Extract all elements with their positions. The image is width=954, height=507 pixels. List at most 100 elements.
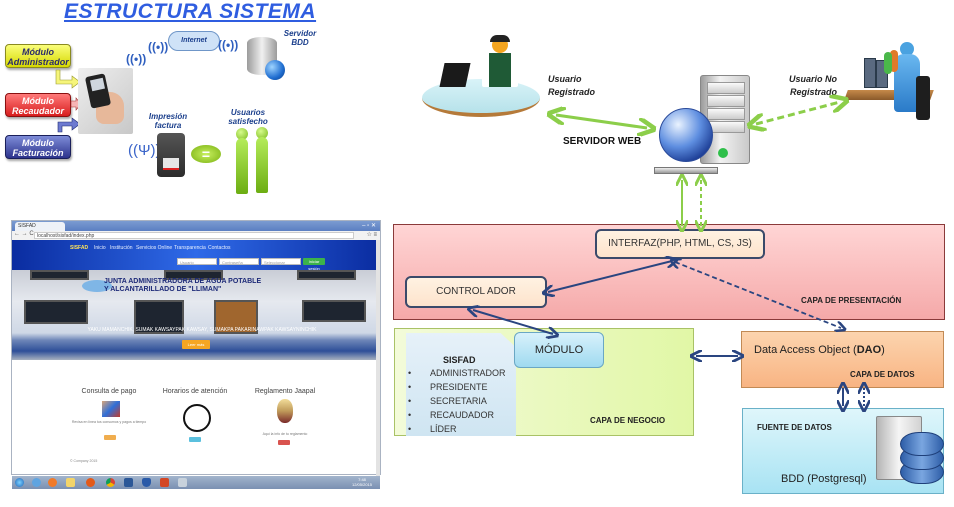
module-label-line2: Recaudador — [11, 106, 64, 116]
unregistered-user-arrow — [756, 102, 840, 124]
users-label-line2: satisfecho — [228, 117, 268, 126]
site-header: SISFAD Inicio Institución Servicios Onli… — [12, 240, 380, 271]
registered-user-label: Usuario Registrado — [548, 73, 595, 99]
unregistered-user-line2: Registrado — [790, 87, 838, 97]
username-input[interactable]: Usuario — [177, 258, 217, 265]
dao-prefix: Data Access Object ( — [754, 344, 857, 356]
sign-line1: JUNTA ADMINISTRADORA DE AGUA POTABLE — [104, 278, 262, 285]
user-figure-icon — [884, 52, 892, 74]
building-door — [214, 300, 258, 334]
sisfad-title: SISFAD — [443, 355, 476, 365]
facturacion-arrow-icon — [57, 117, 81, 133]
menu-icon[interactable]: ☆ ≡ — [366, 232, 377, 238]
payment-image — [102, 401, 120, 417]
feature-button-view[interactable] — [189, 437, 201, 442]
start-button-icon[interactable] — [15, 478, 24, 487]
address-bar[interactable]: localhost/sisfad/index.php — [34, 232, 354, 239]
user-head-icon — [236, 128, 248, 140]
antenna-icon: ((Ψ)) — [128, 142, 161, 159]
server-rack — [707, 95, 745, 107]
nav-link-institucion[interactable]: Institución — [110, 245, 133, 251]
controlador-modulo-arrow — [473, 310, 553, 334]
hero-button[interactable]: Leer más — [182, 340, 210, 349]
registered-user-line2: Registrado — [548, 87, 596, 97]
role-select[interactable]: Seleccionar — [261, 258, 301, 265]
network-bar-icon — [654, 167, 718, 174]
role-item: •RECAUDADOR — [408, 410, 495, 420]
nav-link-contactos[interactable]: Contactos — [208, 245, 231, 251]
users-label-line1: Usuarios — [230, 108, 266, 117]
wireless-signal-icon: ((•)) — [126, 52, 147, 66]
explorer-icon[interactable] — [66, 478, 75, 487]
security-icon[interactable] — [142, 478, 151, 487]
server-bdd-line1: Servidor — [283, 29, 317, 38]
feature-text: Aquí la info de tu reglamento — [262, 432, 308, 436]
powerpoint-icon[interactable] — [160, 478, 169, 487]
nav-link-servicios[interactable]: Servicios Online — [136, 245, 173, 251]
server-rack — [707, 82, 745, 94]
hero-image: JUNTA ADMINISTRADORA DE AGUA POTABLE Y A… — [12, 270, 380, 360]
sisfad-roles-list: •ADMINISTRADOR •PRESIDENTE •SECRETARIA •… — [408, 366, 506, 436]
nav-link-inicio[interactable]: Inicio — [94, 245, 106, 251]
media-player-icon[interactable] — [48, 478, 57, 487]
scrollbar[interactable] — [376, 240, 380, 476]
building-window — [164, 270, 223, 280]
registered-user-arrow — [556, 115, 647, 128]
print-label-line2: factura — [154, 121, 182, 130]
unregistered-users-illustration — [840, 40, 950, 135]
satisfied-users-label: Usuarios satisfecho — [222, 108, 274, 126]
power-indicator — [718, 148, 728, 158]
login-button[interactable]: Iniciar sesión — [303, 258, 325, 271]
module-label-line2: Facturación — [12, 148, 64, 158]
sign-line2: Y ALCANTARILLADO DE "LLIMAN" — [104, 286, 222, 293]
user-body-icon — [482, 53, 518, 87]
module-recaudador: Módulo Recaudador — [5, 93, 71, 117]
nav-link-transparencia[interactable]: Transparencia — [174, 245, 206, 251]
data-layer-label: CAPA DE DATOS — [850, 370, 915, 379]
server-bdd-label: Servidor BDD — [280, 29, 320, 47]
user-head-icon — [256, 127, 268, 139]
clock-icon — [183, 404, 211, 432]
controlador-box: CONTROL ADOR — [405, 276, 547, 308]
feature-button-pay[interactable] — [104, 435, 116, 440]
sisfad-roles-panel — [406, 333, 516, 436]
reglamento-image — [277, 399, 293, 423]
user-figure-icon — [256, 137, 268, 193]
interfaz-dao-arrow — [675, 262, 841, 328]
data-source-label: FUENTE DE DATOS — [757, 423, 832, 432]
print-invoice-label: Impresión factura — [146, 112, 190, 130]
snipping-tool-icon[interactable] — [178, 478, 187, 487]
unregistered-user-label: Usuario No Registrado — [789, 73, 837, 99]
hero-caption: YAKU MAMANCHIK, SUMAK KAWSAYPAK KAWSAY, … — [87, 327, 317, 333]
module-label-line1: Módulo — [22, 138, 54, 148]
browser-tab[interactable]: SISFAD — [15, 222, 65, 231]
printer-receipt — [163, 158, 179, 170]
browser-tab-bar: SISFAD – ▫ ✕ — [12, 221, 380, 231]
print-label-line1: Impresión — [148, 112, 188, 121]
dao-suffix: ) — [881, 344, 885, 356]
user-figure-icon — [894, 54, 920, 112]
building-window — [30, 270, 89, 280]
role-label: LÍDER — [430, 424, 457, 434]
chrome-icon[interactable] — [106, 478, 115, 487]
firefox-icon[interactable] — [86, 478, 95, 487]
site-footer: © Company 2015 — [70, 459, 98, 463]
role-label: SECRETARIA — [430, 396, 487, 406]
module-administrador: Módulo Administrador — [5, 44, 71, 68]
building-window — [297, 270, 356, 280]
user-head-icon — [900, 42, 914, 56]
window-controls-icon[interactable]: – ▫ ✕ — [362, 223, 376, 229]
module-facturacion: Módulo Facturación — [5, 135, 71, 159]
globe-icon — [265, 60, 285, 80]
feature-button-visit[interactable] — [278, 440, 290, 445]
building-window — [24, 300, 88, 324]
dao-label: Data Access Object (DAO) — [754, 344, 885, 356]
nav-link-brand[interactable]: SISFAD — [70, 245, 89, 251]
ie-icon[interactable] — [32, 478, 41, 487]
back-forward-reload-icon[interactable]: ← → C — [14, 231, 34, 237]
password-input[interactable]: Contraseña — [219, 258, 259, 265]
word-icon[interactable] — [124, 478, 133, 487]
role-label: RECAUDADOR — [430, 410, 495, 420]
role-item: •ADMINISTRADOR — [408, 368, 506, 378]
